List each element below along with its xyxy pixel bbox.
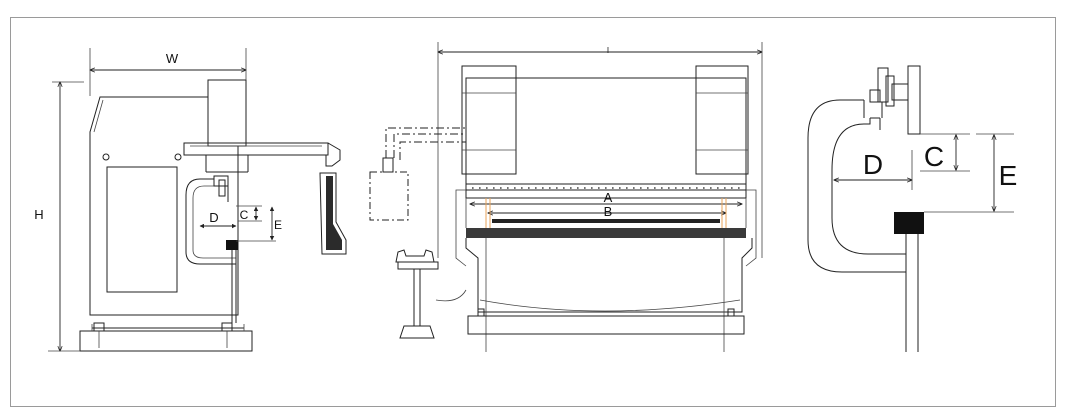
- label-c-small: C: [240, 208, 249, 222]
- side-base: [79, 330, 253, 352]
- side-hole-right: [174, 153, 182, 161]
- side-ram: [213, 175, 229, 187]
- side-foot-left: [93, 322, 105, 332]
- label-e-small: E: [274, 218, 282, 232]
- detail-throat-inner: [831, 118, 906, 255]
- label-h: H: [34, 207, 43, 222]
- front-base: [467, 315, 745, 335]
- side-hole-left: [102, 153, 110, 161]
- detail-view: D C E: [807, 65, 1018, 352]
- front-view: I A B: [369, 42, 762, 352]
- detail-gauge-finger: [877, 67, 889, 103]
- label-d-small: D: [209, 210, 218, 225]
- label-a: A: [604, 190, 613, 205]
- side-cylinder: [207, 79, 247, 147]
- side-view: W H D C E: [34, 48, 347, 352]
- diagram-frame: [10, 17, 1056, 407]
- label-w: W: [166, 51, 179, 66]
- foot-pedal: [395, 249, 435, 263]
- label-b: B: [604, 204, 613, 219]
- back-gauge-arm: [183, 142, 329, 156]
- front-cylinder-left: [461, 65, 517, 175]
- side-throat: [185, 178, 236, 265]
- front-lower-frame: [465, 238, 753, 313]
- side-frame-plate: [89, 79, 247, 316]
- side-punch: [218, 179, 226, 197]
- detail-throat-outer: [807, 99, 906, 273]
- label-e-detail: E: [999, 160, 1018, 191]
- front-punch-bar: [492, 219, 720, 223]
- side-die: [226, 240, 238, 250]
- back-gauge-head: [325, 142, 341, 167]
- detail-gauge-plate: [907, 65, 921, 135]
- control-box-connector: [382, 157, 394, 173]
- side-window: [106, 166, 178, 293]
- front-support: [319, 172, 347, 255]
- front-die-table: [466, 228, 746, 238]
- label-c-detail: C: [924, 141, 944, 172]
- label-i: I: [607, 46, 609, 55]
- label-d-detail: D: [863, 149, 883, 180]
- side-foot-right: [221, 322, 233, 332]
- front-cylinder-right: [695, 65, 749, 175]
- front-upper-frame: [465, 77, 747, 191]
- control-box: [369, 171, 409, 221]
- foot-pedal-base: [399, 325, 435, 339]
- detail-die: [894, 212, 924, 234]
